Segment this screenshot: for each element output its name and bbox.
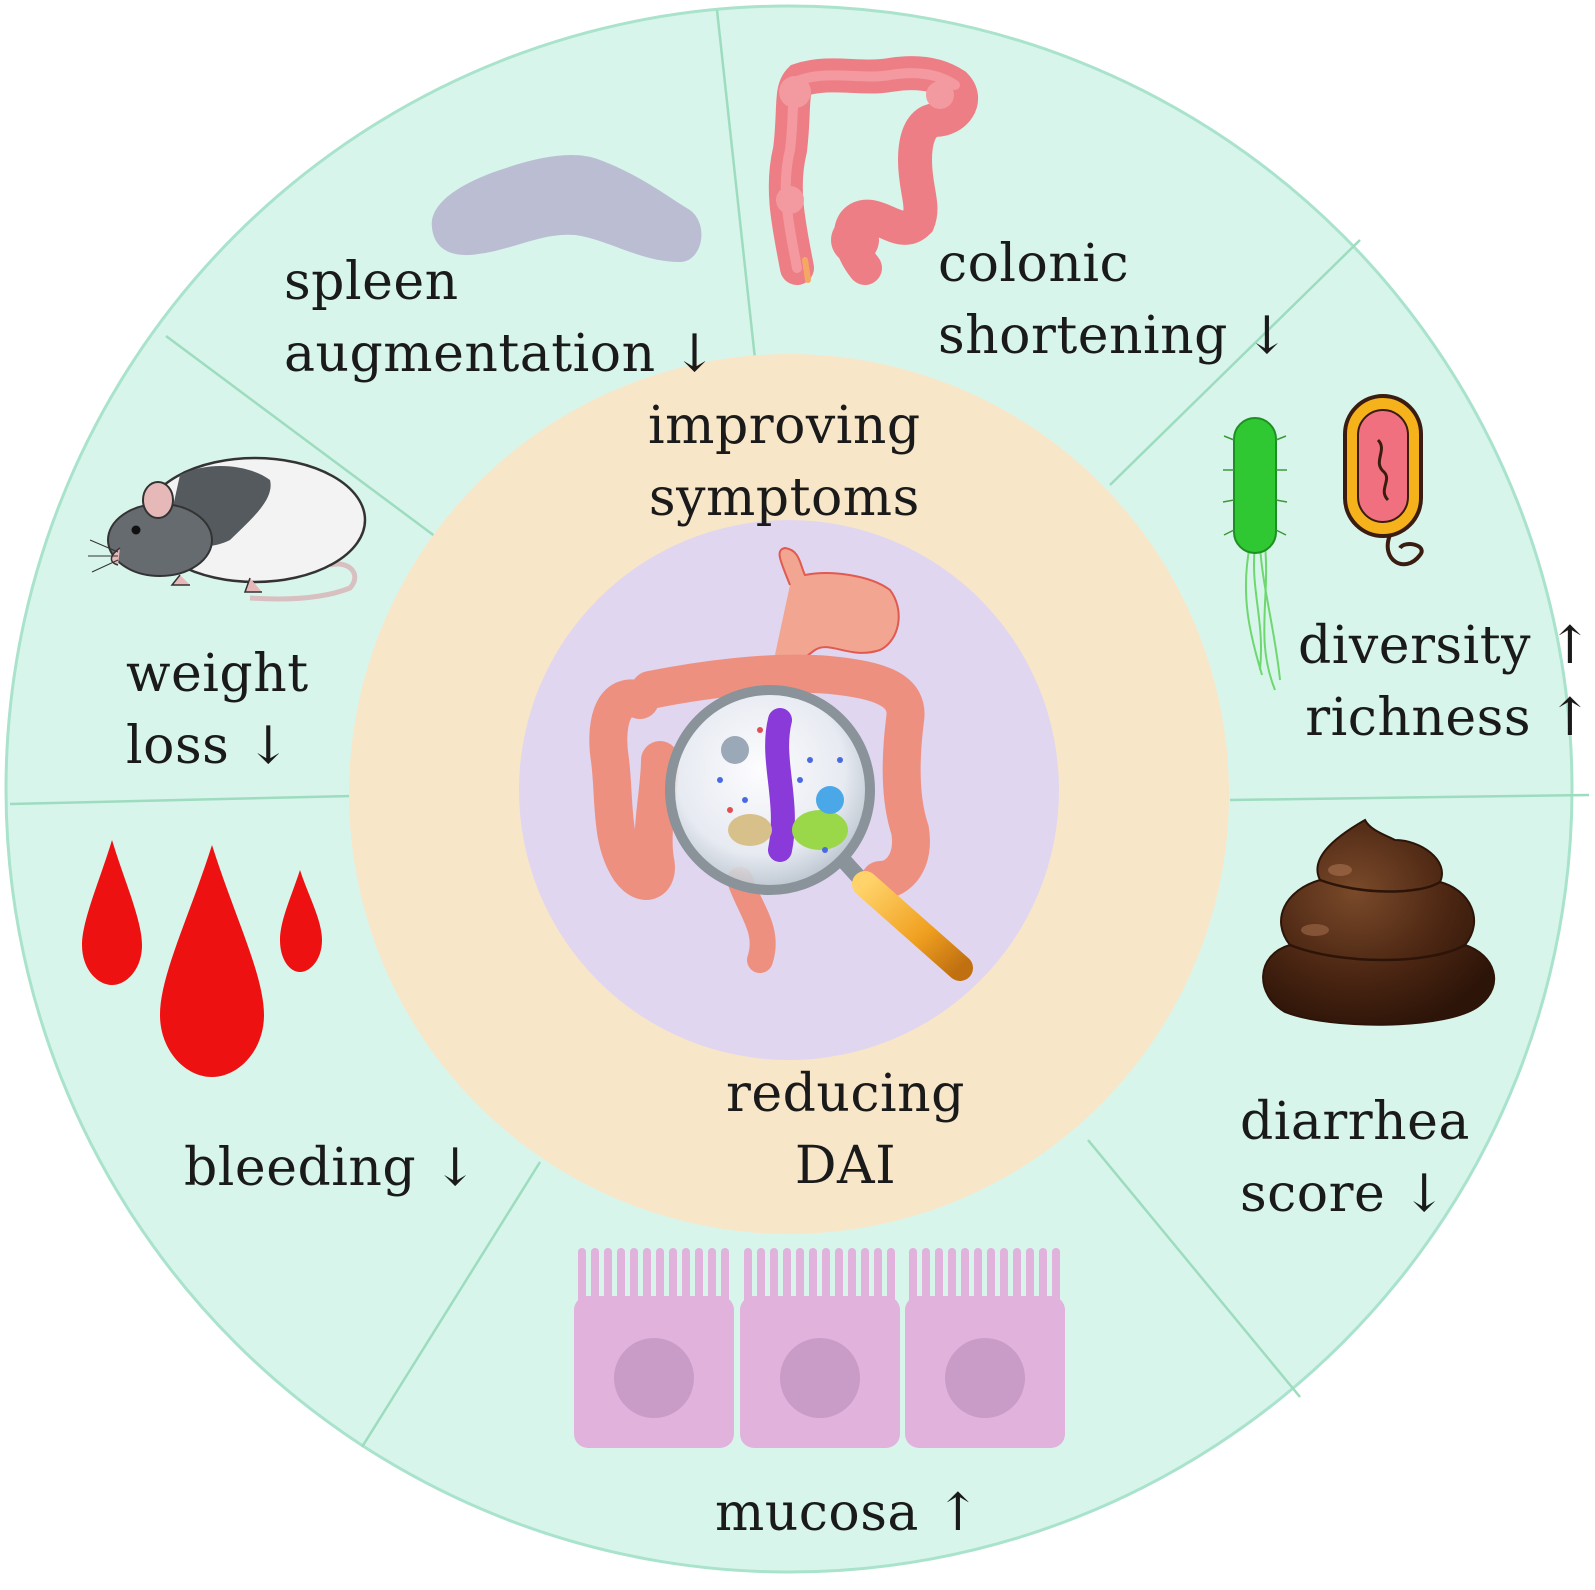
bacteria-icon — [1222, 394, 1424, 691]
magnifier-handle — [852, 871, 973, 981]
label-bleeding: bleeding ↓ — [184, 1138, 478, 1198]
divider-bottom-left — [360, 1161, 542, 1448]
divider-bottom-right — [1087, 1139, 1301, 1398]
divider-right — [1229, 793, 1590, 802]
label-mucosa: mucosa ↑ — [715, 1483, 981, 1543]
divider-left — [9, 794, 353, 806]
divider-top-left — [165, 334, 437, 539]
divider-top-right — [1109, 239, 1361, 486]
colon-icon — [768, 56, 978, 285]
blood-drop-large-center — [160, 845, 264, 1077]
mucosa-cell — [574, 1248, 734, 1448]
spleen-icon — [431, 155, 702, 262]
cell-nucleus — [945, 1338, 1025, 1418]
divider-top — [715, 9, 758, 369]
green-rod-bacterium-icon — [1222, 417, 1288, 691]
intestine-microbiota-magnifier-icon — [589, 546, 973, 981]
rat-icon — [88, 456, 367, 602]
cell-nucleus — [780, 1338, 860, 1418]
segment-dividers — [9, 9, 1590, 1448]
mucosa-cell — [905, 1248, 1065, 1448]
cell-nucleus — [614, 1338, 694, 1418]
blood-drop-small-left — [82, 840, 142, 985]
blood-drop-small-right — [280, 870, 322, 972]
mucosa-cells-icon — [574, 1248, 1065, 1448]
orange-capsule-bacterium-icon — [1343, 394, 1424, 567]
mucosa-cell — [740, 1248, 900, 1448]
blood-drops-icon — [82, 840, 322, 1077]
label-microbiota: diversity ↑richness ↑ — [1298, 616, 1593, 748]
stool-icon — [1262, 818, 1496, 1026]
